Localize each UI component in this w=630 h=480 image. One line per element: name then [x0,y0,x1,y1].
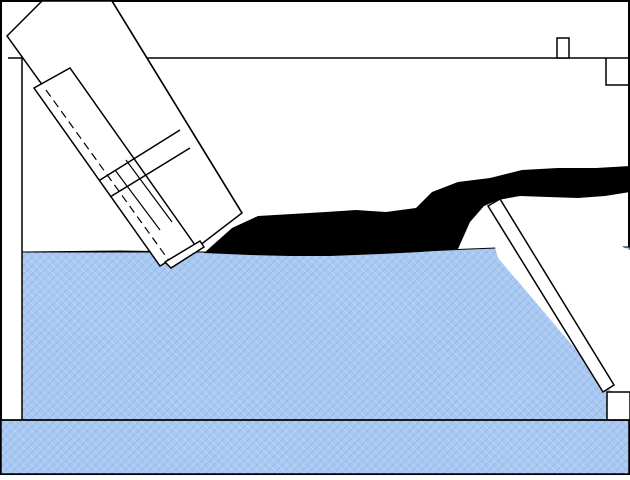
skimmer-lip [163,239,206,269]
wall-step [606,391,630,421]
cross-brace-4 [125,159,173,223]
cross-brace-3 [114,169,161,231]
wall-step-top [605,58,630,86]
head-dashed-line [45,89,171,263]
arm-guide-line [111,0,243,214]
inclined-plate [486,197,616,394]
small-bracket [556,37,570,59]
cross-brace-1 [99,129,181,181]
lower-water-channel [0,419,630,475]
oil-slick [204,166,630,256]
cross-brace-2 [109,147,191,198]
